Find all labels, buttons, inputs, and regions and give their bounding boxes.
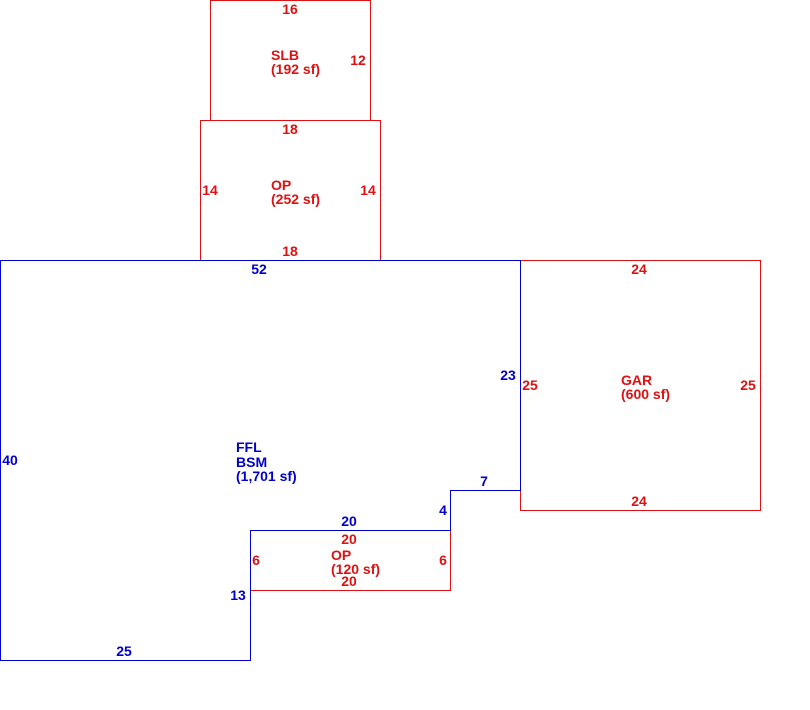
op-upper-right-dim: 14 (360, 182, 376, 198)
main-area: (1,701 sf) (236, 468, 297, 484)
garage-left-dim: 25 (522, 377, 538, 393)
main-top-dim: 52 (251, 261, 267, 277)
main-step-top-dim: 7 (480, 473, 488, 489)
op-upper-code: OP (271, 177, 291, 193)
main-bottom-dim: 25 (116, 643, 132, 659)
garage-right-dim: 25 (740, 377, 756, 393)
op-upper-left-dim: 14 (202, 182, 218, 198)
garage-area: (600 sf) (621, 386, 670, 402)
op-lower-top-dim: 20 (341, 531, 357, 547)
main-area-outline (0, 260, 521, 661)
op-upper-bottom-dim: 18 (282, 243, 298, 259)
op-lower-code: OP (331, 547, 351, 563)
op-lower-right-dim: 6 (439, 552, 447, 568)
slb-area: (192 sf) (271, 61, 320, 77)
slb-top-dim: 16 (282, 1, 298, 17)
main-notch-top-dim: 20 (341, 513, 357, 529)
garage-top-dim: 24 (631, 261, 647, 277)
op-upper-top-dim: 18 (282, 121, 298, 137)
op-lower-bottom-dim: 20 (341, 573, 357, 589)
main-step-side-dim: 4 (439, 502, 447, 518)
op-upper-area: (252 sf) (271, 191, 320, 207)
op-lower-outline (250, 530, 451, 591)
slb-right-dim: 12 (350, 52, 366, 68)
main-code-1: FFL (236, 439, 262, 455)
main-right-dim: 23 (500, 367, 516, 383)
garage-bottom-dim: 24 (631, 493, 647, 509)
garage-code: GAR (621, 372, 652, 388)
slb-code: SLB (271, 47, 299, 63)
op-lower-left-dim: 6 (252, 552, 260, 568)
main-left-dim: 40 (2, 452, 18, 468)
main-notch-side-dim: 13 (230, 587, 246, 603)
op-lower-area: (120 sf) (331, 561, 380, 577)
main-code-2: BSM (236, 454, 267, 470)
